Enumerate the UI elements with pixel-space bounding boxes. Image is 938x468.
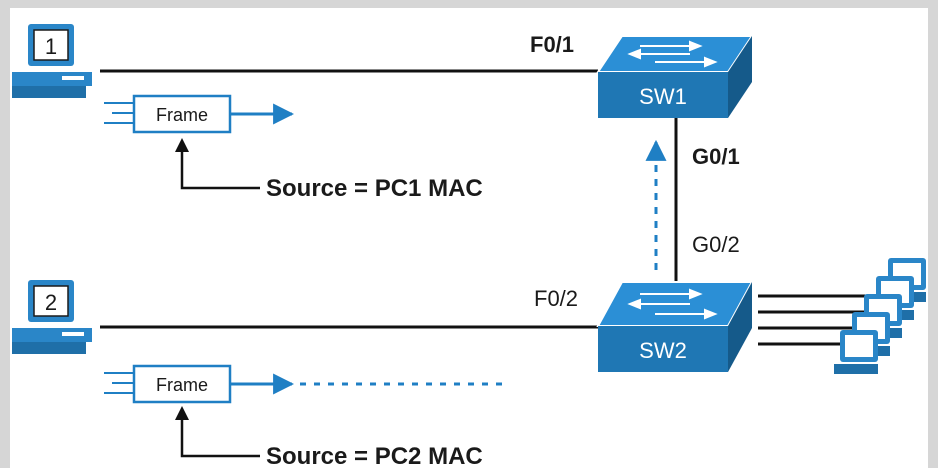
right-border xyxy=(928,0,938,468)
left-border xyxy=(0,0,10,468)
pc-2-number: 2 xyxy=(45,290,57,315)
host-stack xyxy=(834,258,926,374)
top-border xyxy=(0,0,938,8)
switch-sw2[interactable]: SW2 xyxy=(596,281,754,372)
source-pointer-1 xyxy=(180,146,260,190)
switch-sw2-label: SW2 xyxy=(639,338,687,363)
switch-sw1[interactable]: SW1 xyxy=(596,35,754,118)
pc-1[interactable]: 1 xyxy=(12,24,92,98)
port-label-sw2-f02: F0/2 xyxy=(534,286,578,311)
source-note-2: Source = PC2 MAC xyxy=(266,443,483,468)
frame-2-label: Frame xyxy=(156,375,208,395)
frame-2: Frame Source = PC2 MAC xyxy=(104,364,483,468)
frame-icon xyxy=(132,94,232,134)
port-label-sw1-g01: G0/1 xyxy=(692,144,740,169)
switch-sw1-label: SW1 xyxy=(639,84,687,109)
pc-2[interactable]: 2 xyxy=(12,280,92,354)
pc-1-number: 1 xyxy=(45,34,57,59)
pc-icon xyxy=(834,330,878,374)
frame-1-label: Frame xyxy=(156,105,208,125)
source-note-1: Source = PC1 MAC xyxy=(266,175,483,202)
port-label-sw1-f01: F0/1 xyxy=(530,32,574,57)
source-pointer-2 xyxy=(180,414,260,458)
port-label-sw2-g02: G0/2 xyxy=(692,232,740,257)
links-sw2-hosts xyxy=(758,294,880,346)
frame-1: Frame Source = PC1 MAC xyxy=(104,94,483,202)
